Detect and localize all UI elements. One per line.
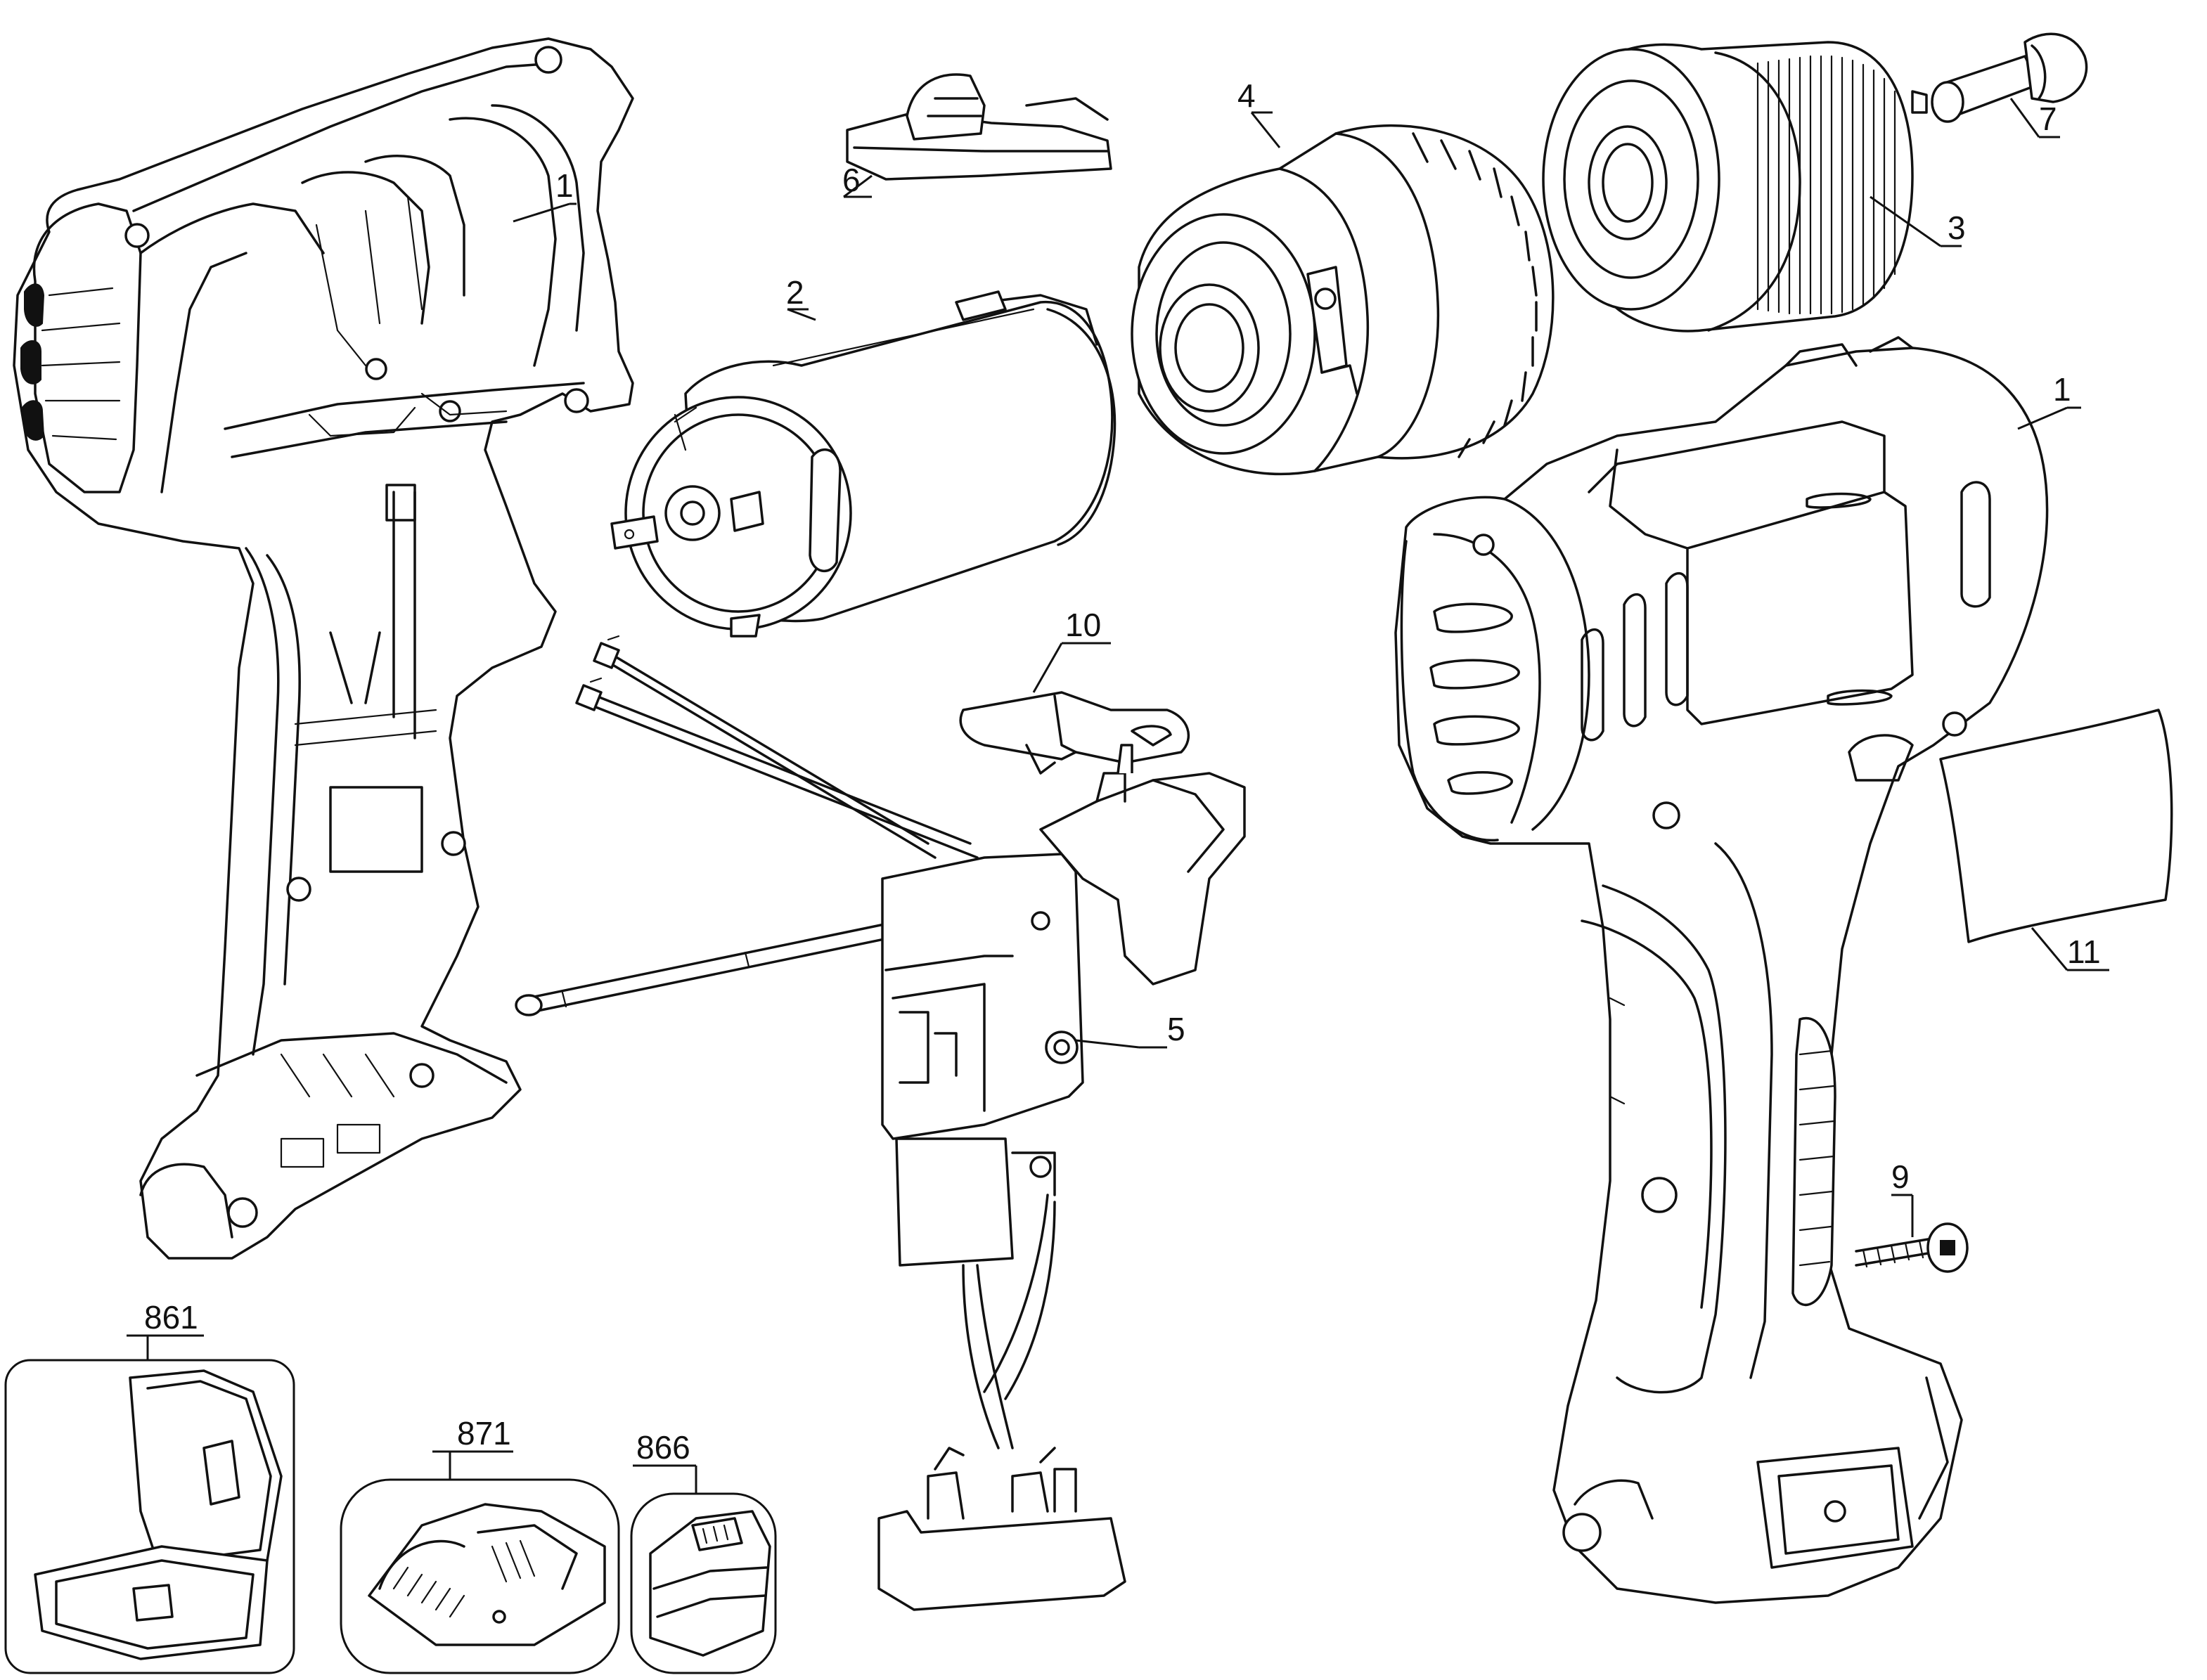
callout-10: 10 bbox=[1065, 607, 1101, 643]
callout-871: 871 bbox=[457, 1415, 511, 1452]
charger bbox=[368, 1503, 606, 1646]
forward-reverse-slider bbox=[846, 73, 1112, 181]
left-housing-half bbox=[13, 37, 634, 1260]
switch-clip bbox=[959, 691, 1190, 775]
chuck-screw bbox=[1931, 32, 2088, 123]
kit-box bbox=[34, 1369, 283, 1660]
callout-5: 5 bbox=[1167, 1011, 1185, 1047]
battery bbox=[649, 1510, 771, 1657]
callout-866: 866 bbox=[636, 1429, 690, 1466]
right-housing bbox=[1394, 336, 2049, 1604]
callout-6: 6 bbox=[842, 162, 861, 198]
callout-1-left: 1 bbox=[555, 167, 574, 204]
callout-9: 9 bbox=[1891, 1158, 1910, 1195]
callout-7: 7 bbox=[2039, 101, 2057, 137]
switch-assembly bbox=[515, 635, 1246, 1611]
housing-screw bbox=[1855, 1222, 1969, 1273]
callout-1-right: 1 bbox=[2053, 371, 2071, 408]
nameplate-label bbox=[1939, 709, 2173, 943]
callout-3: 3 bbox=[1948, 209, 1966, 246]
motor bbox=[610, 290, 1117, 638]
gearbox bbox=[1131, 124, 1555, 476]
callout-4: 4 bbox=[1237, 77, 1256, 114]
callout-11: 11 bbox=[2067, 933, 2101, 970]
callout-861: 861 bbox=[144, 1299, 198, 1336]
callout-2: 2 bbox=[786, 274, 804, 311]
chuck bbox=[1542, 41, 1928, 332]
